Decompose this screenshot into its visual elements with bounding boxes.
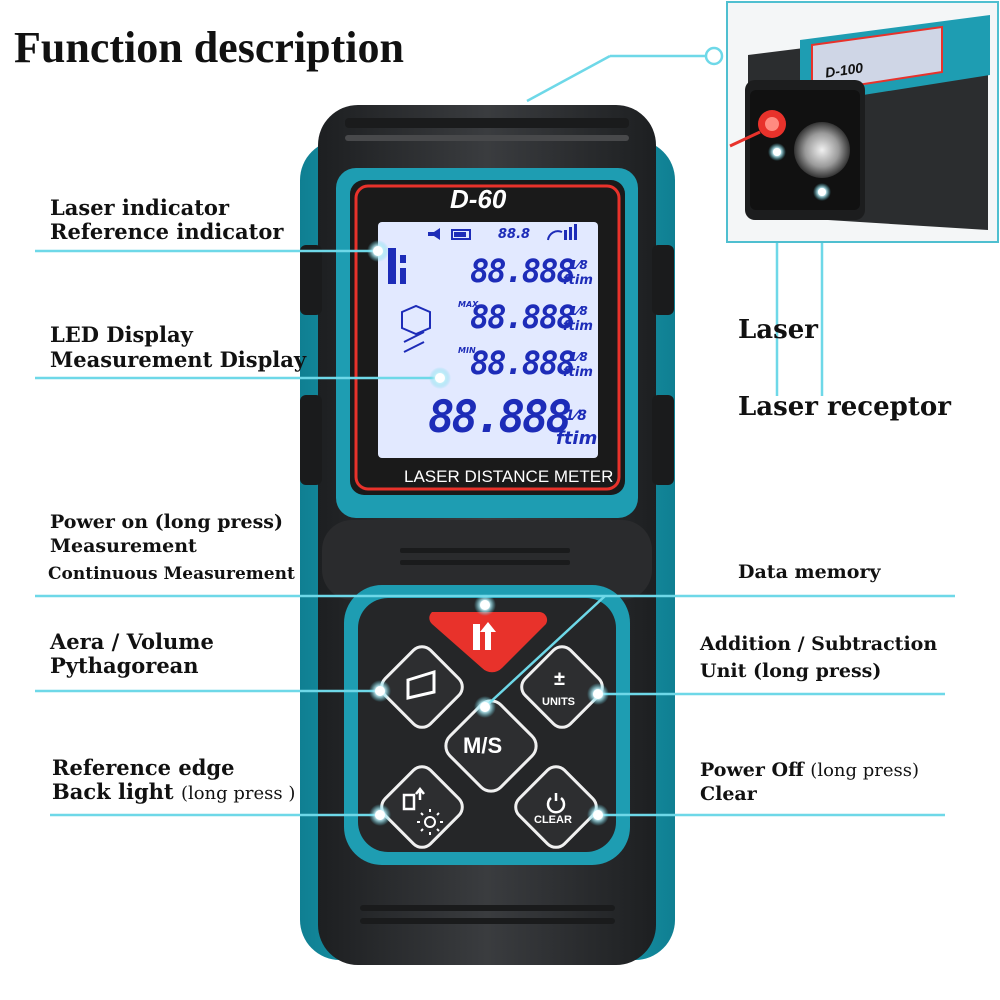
label-pythagorean: Pythagorean [50, 653, 199, 678]
label-laser: Laser [738, 315, 819, 345]
callout-dots [367, 46, 724, 826]
label-power-off-text: Power Off [700, 759, 804, 781]
lcd-row3: 88.888 [470, 344, 576, 382]
lcd-row2: 88.888 [470, 298, 576, 336]
ms-button-label[interactable]: M/S [463, 733, 503, 758]
lcd-frac-1: 1⁄8 [569, 258, 588, 272]
lcd-unit-3: ftim [563, 365, 593, 380]
lcd-unit-4: ftim [556, 428, 598, 449]
ms-button [444, 699, 538, 793]
label-reference-indicator: Reference indicator [50, 219, 284, 244]
label-back-light-note: (long press ) [180, 783, 296, 804]
label-back-light: Back light (long press ) [52, 779, 296, 805]
lcd-frac-4: 1⁄8 [565, 408, 587, 424]
screen-label: LASER DISTANCE METER [404, 467, 614, 486]
lcd-frac-2: 1⁄8 [569, 304, 588, 318]
lcd-screen [378, 222, 598, 458]
lcd-frac-3: 1⁄8 [569, 350, 588, 364]
lcd-row4: 88.888 [428, 392, 572, 443]
label-power-off-note: (long press) [810, 760, 920, 781]
clear-button-label[interactable]: CLEAR [534, 814, 572, 826]
units-plusminus-label[interactable]: ± [554, 668, 565, 690]
inset-photo [726, 1, 999, 243]
lcd-top-value: 88.8 [498, 227, 531, 242]
label-add-sub: Addition / Subtraction [700, 633, 938, 655]
callout-lines [35, 54, 955, 817]
label-laser-indicator: Laser indicator [50, 195, 230, 220]
label-power-off: Power Off (long press) [700, 759, 920, 782]
clear-button [514, 765, 598, 849]
label-reference-edge: Reference edge [52, 755, 235, 780]
label-power-on: Power on (long press) [50, 511, 283, 533]
units-button-label[interactable]: UNITS [542, 696, 575, 708]
lcd-row1: 88.888 [470, 252, 576, 290]
label-continuous: Continuous Measurement [48, 564, 295, 584]
lcd-max-label: MAX [458, 300, 479, 309]
lcd-min-label: MIN [458, 346, 476, 355]
units-button [520, 645, 604, 729]
label-measurement-display: Measurement Display [50, 347, 307, 372]
label-led-display: LED Display [50, 322, 193, 347]
reference-button [380, 765, 464, 849]
label-data-memory: Data memory [738, 561, 881, 583]
area-button [380, 645, 464, 729]
label-area-volume: Aera / Volume [50, 629, 214, 654]
label-laser-receptor: Laser receptor [738, 392, 951, 422]
label-unit-long: Unit (long press) [700, 660, 882, 682]
lcd-unit-1: ftim [563, 273, 593, 288]
label-clear: Clear [700, 783, 757, 805]
page-title: Function description [14, 23, 404, 72]
label-measurement: Measurement [50, 535, 197, 557]
label-back-light-text: Back light [52, 779, 174, 804]
device-model: D-60 [450, 184, 507, 214]
lcd-unit-2: ftim [563, 319, 593, 334]
